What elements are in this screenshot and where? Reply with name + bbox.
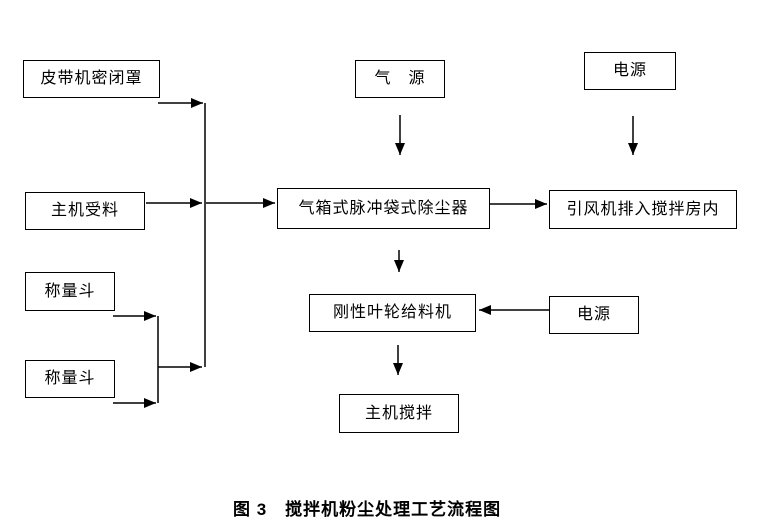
node-main-receive: 主机受料 (25, 192, 145, 230)
node-main-receive-label: 主机受料 (50, 202, 119, 219)
node-main-mixing: 主机搅拌 (339, 394, 459, 433)
node-power-top: 电源 (584, 52, 676, 90)
node-power-feeder: 电源 (549, 296, 639, 334)
node-hopper-2: 称量斗 (25, 360, 115, 398)
node-power-top-label: 电源 (612, 62, 647, 79)
node-fan-exhaust-label: 引风机排入搅拌房内 (566, 200, 720, 218)
node-power-feeder-label: 电源 (576, 306, 611, 323)
node-hopper-1-label: 称量斗 (44, 282, 96, 300)
node-air-source: 气 源 (355, 60, 445, 98)
node-hopper-1: 称量斗 (25, 272, 115, 311)
node-main-mixing-label: 主机搅拌 (364, 404, 433, 422)
node-impeller-feeder-label: 刚性叶轮给料机 (332, 304, 452, 321)
node-air-source-label: 气 源 (374, 70, 426, 87)
node-dust-collector-label: 气箱式脉冲袋式除尘器 (298, 199, 469, 217)
node-belt-cover: 皮带机密闭罩 (23, 60, 160, 98)
node-belt-cover-label: 皮带机密闭罩 (40, 70, 143, 87)
node-impeller-feeder: 刚性叶轮给料机 (309, 294, 476, 332)
node-hopper-2-label: 称量斗 (44, 370, 96, 387)
figure-caption: 图 3 搅拌机粉尘处理工艺流程图 (233, 500, 502, 519)
node-fan-exhaust: 引风机排入搅拌房内 (549, 190, 737, 229)
node-dust-collector: 气箱式脉冲袋式除尘器 (277, 188, 490, 229)
